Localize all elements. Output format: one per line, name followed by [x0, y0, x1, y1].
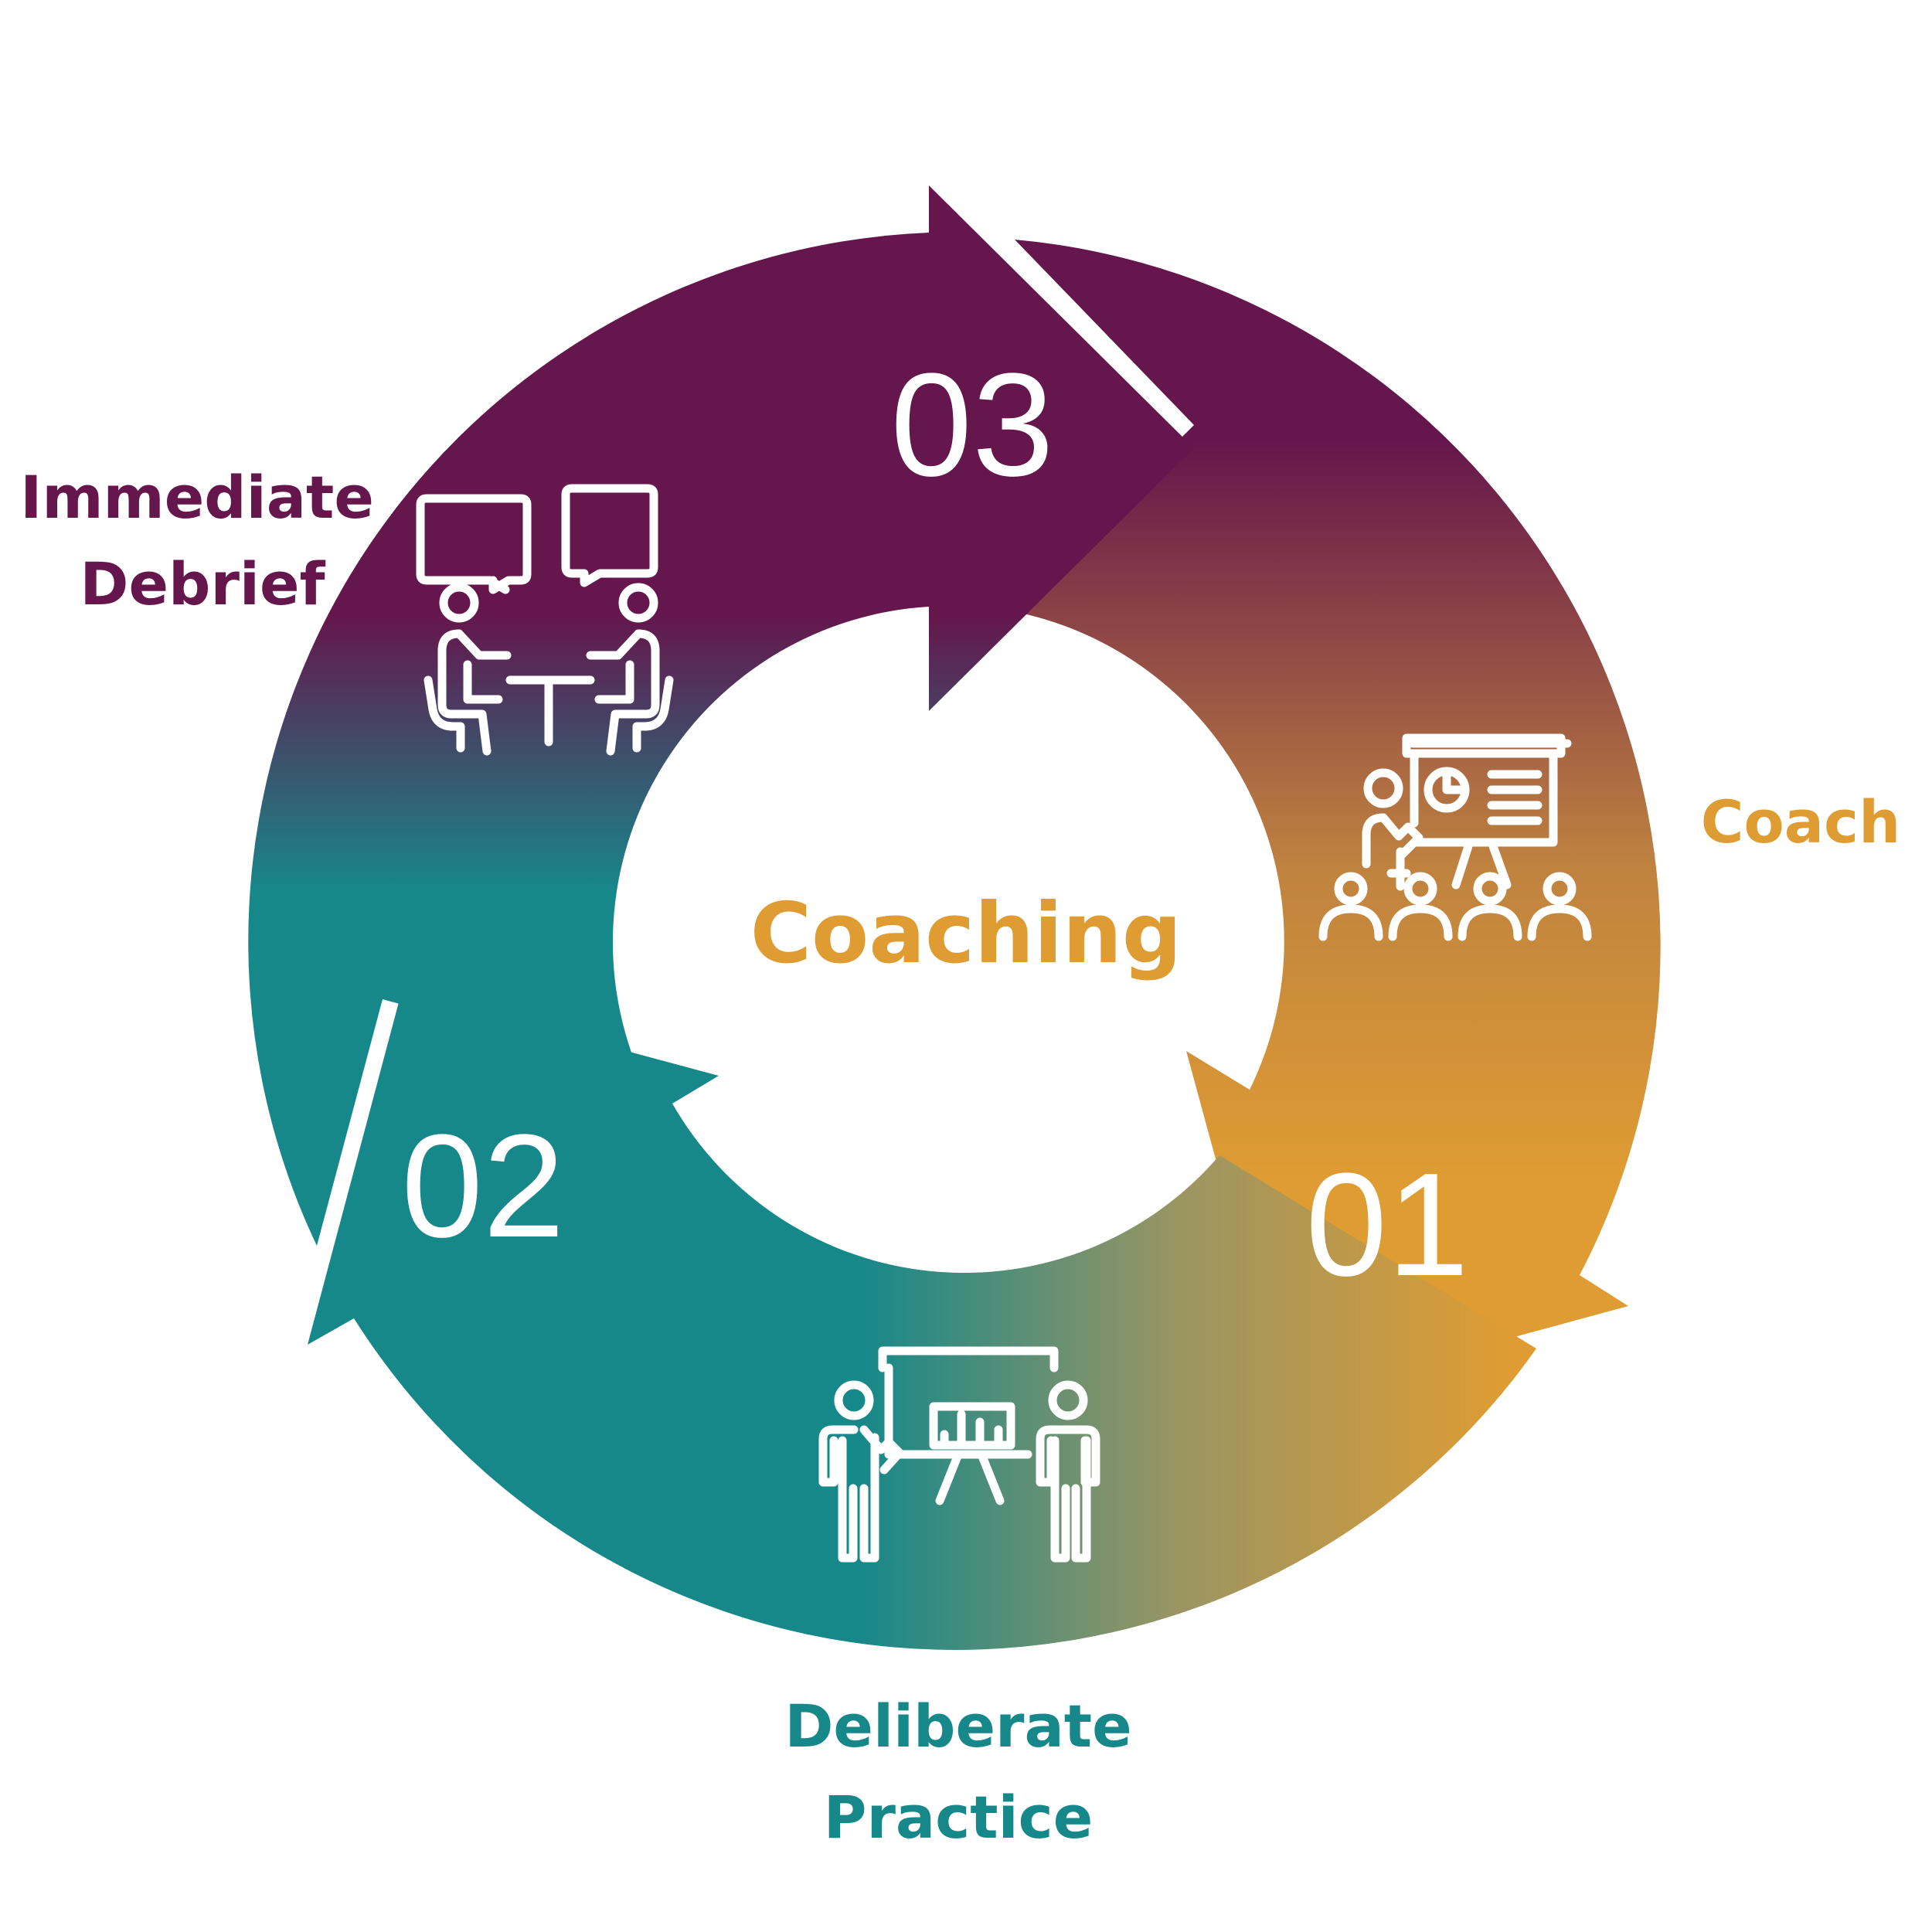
segment-01 [1009, 240, 1661, 1400]
segment-03 [248, 185, 1194, 1246]
segment-02 [308, 991, 1536, 1650]
presentation-audience-icon [1318, 733, 1592, 941]
step-label-immediate: Immediate [20, 463, 374, 532]
step-label-practice: Practice [824, 1783, 1094, 1852]
center-title: Coaching [750, 886, 1182, 982]
step-number-01: 01 [1305, 1143, 1468, 1307]
step-label-debrief: Debrief [80, 549, 325, 618]
step-number-02: 02 [401, 1104, 564, 1268]
step-label-coach: Coach [1701, 787, 1900, 856]
step-label-deliberate: Deliberate [784, 1692, 1131, 1760]
step-number-03: 03 [890, 343, 1053, 507]
two-people-presentation-icon [818, 1346, 1100, 1563]
conversation-meeting-icon [416, 484, 674, 756]
